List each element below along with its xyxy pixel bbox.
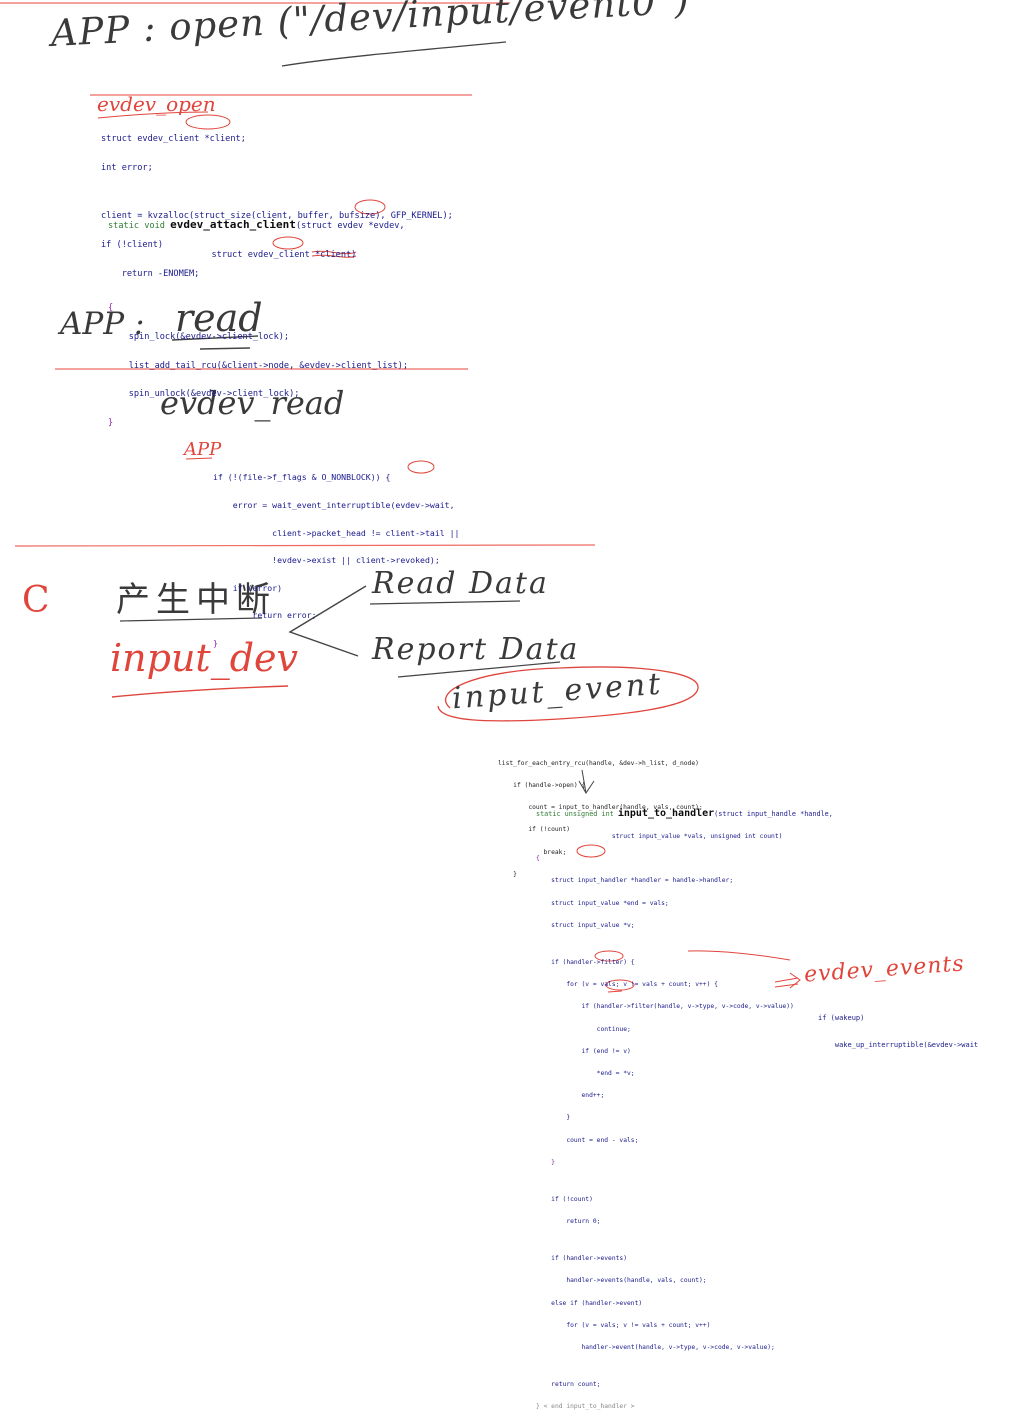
code-line: else if (handler->event) [536,1299,643,1307]
read-code-block: if (!(file->f_flags & O_NONBLOCK)) { err… [213,455,459,657]
code-line: spin_unlock(&evdev->client_lock); [108,389,300,400]
code-line: break; [498,848,567,856]
input-event-label: input_event [451,666,665,717]
code-line: for (v = vals; v != vals + count; v++) { [536,981,718,989]
code-line: list_for_each_entry_rcu(handle, &dev->h_… [498,759,699,767]
read-data-label: Read Data [372,566,549,601]
code-line: if (handler->filter(handle, v->type, v->… [536,1003,794,1011]
app-mark: APP [184,439,222,460]
code-line: spin_lock(&evdev->client_lock); [108,331,290,342]
c-mark: C [22,580,50,621]
code-line: for (v = vals; v != vals + count; v++) [536,1321,711,1329]
code-line: { [536,855,540,863]
code-line: *end = *v; [536,1070,635,1078]
code-line: if (handler->filter) { [536,958,635,966]
code-line: struct input_handler *handler = handle->… [536,877,734,885]
code-line: handler->events(handle, vals, count); [536,1277,707,1285]
code-line: if (wakeup) [818,1014,865,1022]
read-heading-word: read [175,296,263,340]
wakeup-code-block: if (wakeup) wake_up_interruptible(&evdev… [818,996,978,1059]
code-line: client = kvzalloc(struct_size(client, bu… [101,210,453,221]
code-line: count = input_to_handler(handle, vals, c… [498,804,703,812]
code-line: } [536,1158,555,1166]
code-line: } < end input_to_handler > [536,1403,635,1411]
code-line: if (end != v) [536,1047,631,1055]
code-line: } [213,638,218,649]
code-line: if (error) [213,582,283,593]
code-line: return 0; [536,1218,601,1226]
code-line: { [108,302,114,313]
code-line: list_add_tail_rcu(&client->node, &evdev-… [108,360,409,371]
code-line: if (handle->open) { [498,782,586,790]
code-line: if (handler->events) [536,1255,627,1263]
handler-code-block: static unsigned int input_to_handler(str… [536,795,833,1418]
handler-signature: static unsigned int input_to_handler(str… [536,807,833,819]
code-line: client->packet_head != client->tail || [213,527,460,538]
code-line: count = end - vals; [536,1136,639,1144]
code-line: end++; [536,1092,605,1100]
open-code-block: struct evdev_client *client; int error; … [101,116,453,289]
code-line: int error; [101,162,153,173]
code-line: struct evdev_client *client) [108,249,357,260]
read-heading-app: APP : [60,306,145,342]
report-data-label: Report Data [372,632,580,667]
code-line: return error; [213,610,317,621]
code-line: } [498,870,517,878]
input-dev-label: input_dev [110,636,298,680]
open-heading: APP : open ("/dev/input/event0") [49,0,691,56]
interrupt-label: 产生中断 [116,580,276,620]
evdev-read-label: evdev_read [160,384,345,422]
code-line: struct evdev_client *client; [101,134,246,145]
code-line: handler->event(handle, v->type, v->code,… [536,1344,775,1352]
code-line: continue; [536,1025,631,1033]
function-name: input_to_handler [617,807,715,819]
code-line: struct input_value *end = vals; [536,899,669,907]
attach-signature: static void evdev_attach_client(struct e… [108,218,405,232]
code-line: !evdev->exist || client->revoked); [213,555,440,566]
code-line: } [108,418,114,429]
code-line: struct input_value *vals, unsigned int c… [536,833,783,841]
code-line: if (!(file->f_flags & O_NONBLOCK)) { [213,472,391,483]
code-line: struct input_value *v; [536,921,635,929]
list-code-block: list_for_each_entry_rcu(handle, &dev->h_… [498,745,703,886]
code-line: return count; [536,1381,601,1389]
code-line: return -ENOMEM; [101,268,200,279]
code-line: if (!count) [536,1195,593,1203]
code-line: if (!client) [101,239,164,250]
code-line: error = wait_event_interruptible(evdev->… [213,500,455,511]
function-name: evdev_attach_client [170,218,296,232]
code-line: } [536,1114,571,1122]
evdev-open-label: evdev_open [97,92,216,116]
code-line: if (!count) [498,826,571,834]
attach-code-block: static void evdev_attach_client(struct e… [108,201,408,438]
code-line: wake_up_interruptible(&evdev->wait [818,1041,979,1049]
